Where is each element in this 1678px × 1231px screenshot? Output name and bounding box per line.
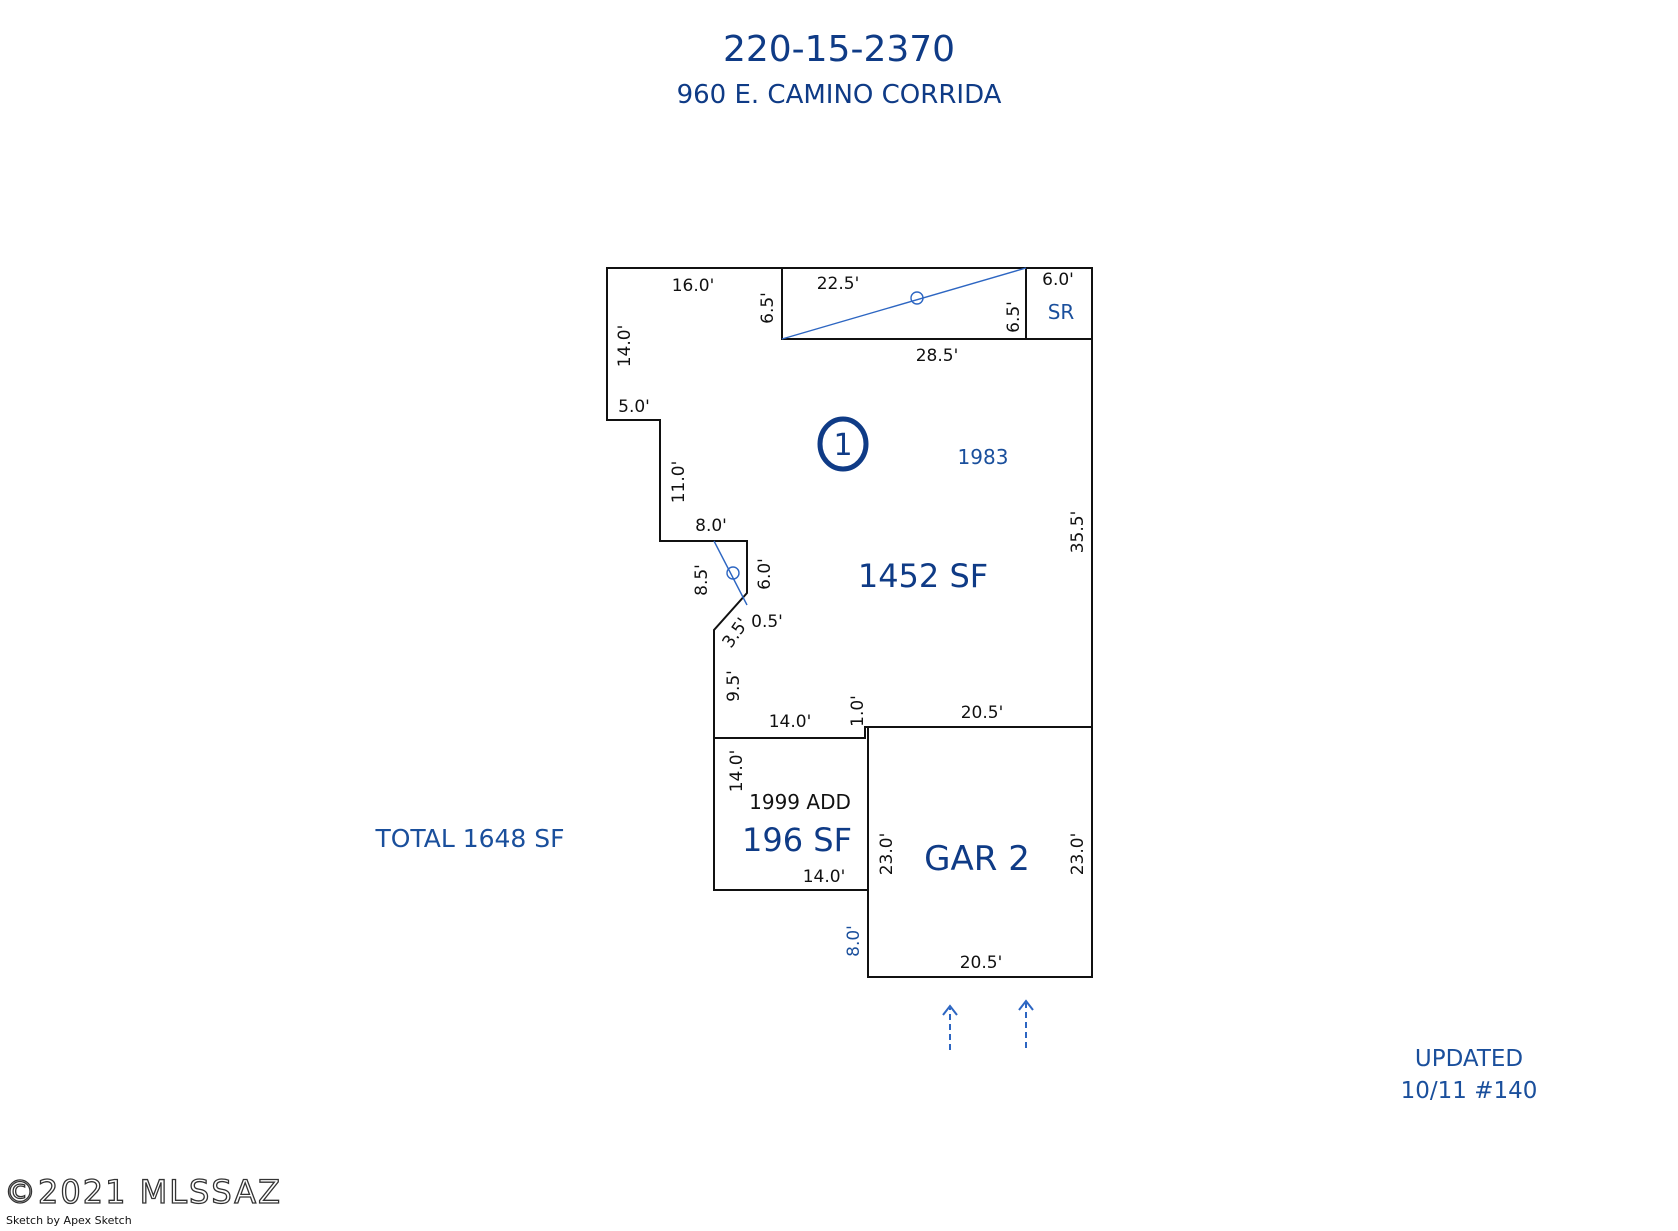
updated-label: UPDATED <box>1415 1046 1523 1072</box>
dim-add-top: 14.0' <box>769 712 812 732</box>
copyright-watermark: ©2021 MLSSAZ <box>4 1173 282 1211</box>
dim-gar-right: 23.0' <box>1068 833 1088 876</box>
direction-arrow-icon <box>1018 999 1034 1048</box>
dim-nook-left: 8.5' <box>692 564 712 596</box>
dim-gar-left: 23.0' <box>877 833 897 876</box>
addition-year: 1999 ADD <box>749 790 851 814</box>
dim-left-upper: 14.0' <box>615 325 635 368</box>
garage-outline <box>867 726 1093 978</box>
dim-add-left: 14.0' <box>727 750 747 793</box>
property-address: 960 E. CAMINO CORRIDA <box>677 80 1002 110</box>
dim-patio-right: 6.5' <box>1004 301 1024 333</box>
dim-jog: 1.0' <box>848 695 868 727</box>
garage-label: GAR 2 <box>924 839 1030 879</box>
dim-gar-bottom: 20.5' <box>960 953 1003 973</box>
updated-date: 10/11 #140 <box>1401 1078 1538 1104</box>
dim-left-lower: 9.5' <box>724 670 744 702</box>
dim-sr-top: 6.0' <box>1042 270 1074 290</box>
main-area-year: 1983 <box>958 445 1009 469</box>
dim-add-bottom: 14.0' <box>803 867 846 887</box>
dim-patio-bottom: 28.5' <box>916 346 959 366</box>
area-one-number: 1 <box>833 428 852 463</box>
patio-circle-mark <box>910 291 924 305</box>
addition-sf: 196 SF <box>742 821 852 859</box>
dim-patio-left: 6.5' <box>758 292 778 324</box>
dim-top-left: 16.0' <box>672 276 715 296</box>
dim-nook-right: 6.0' <box>755 558 775 590</box>
direction-arrow-icon <box>942 1004 958 1050</box>
sunroom-label: SR <box>1048 300 1075 324</box>
nook-diagonal <box>713 540 748 606</box>
dim-gar-offset: 8.0' <box>844 925 864 957</box>
main-area-sf: 1452 SF <box>858 557 988 595</box>
addition-outline <box>713 738 868 891</box>
patio-diagonal <box>781 267 1027 340</box>
dim-patio-top: 22.5' <box>817 274 860 294</box>
total-area: TOTAL 1648 SF <box>374 824 564 853</box>
parcel-number: 220-15-2370 <box>723 29 955 70</box>
dim-nook-bottom: 0.5' <box>751 612 783 632</box>
nook-circle-mark <box>726 566 740 580</box>
dim-step-a: 5.0' <box>618 397 650 417</box>
dim-gar-top: 20.5' <box>961 703 1004 723</box>
sketch-credit: Sketch by Apex Sketch <box>6 1214 132 1227</box>
dim-left-mid: 11.0' <box>669 461 689 504</box>
area-one-marker: 1 <box>817 416 869 472</box>
dim-right-side: 35.5' <box>1068 511 1088 554</box>
dim-step-b: 8.0' <box>695 516 727 536</box>
